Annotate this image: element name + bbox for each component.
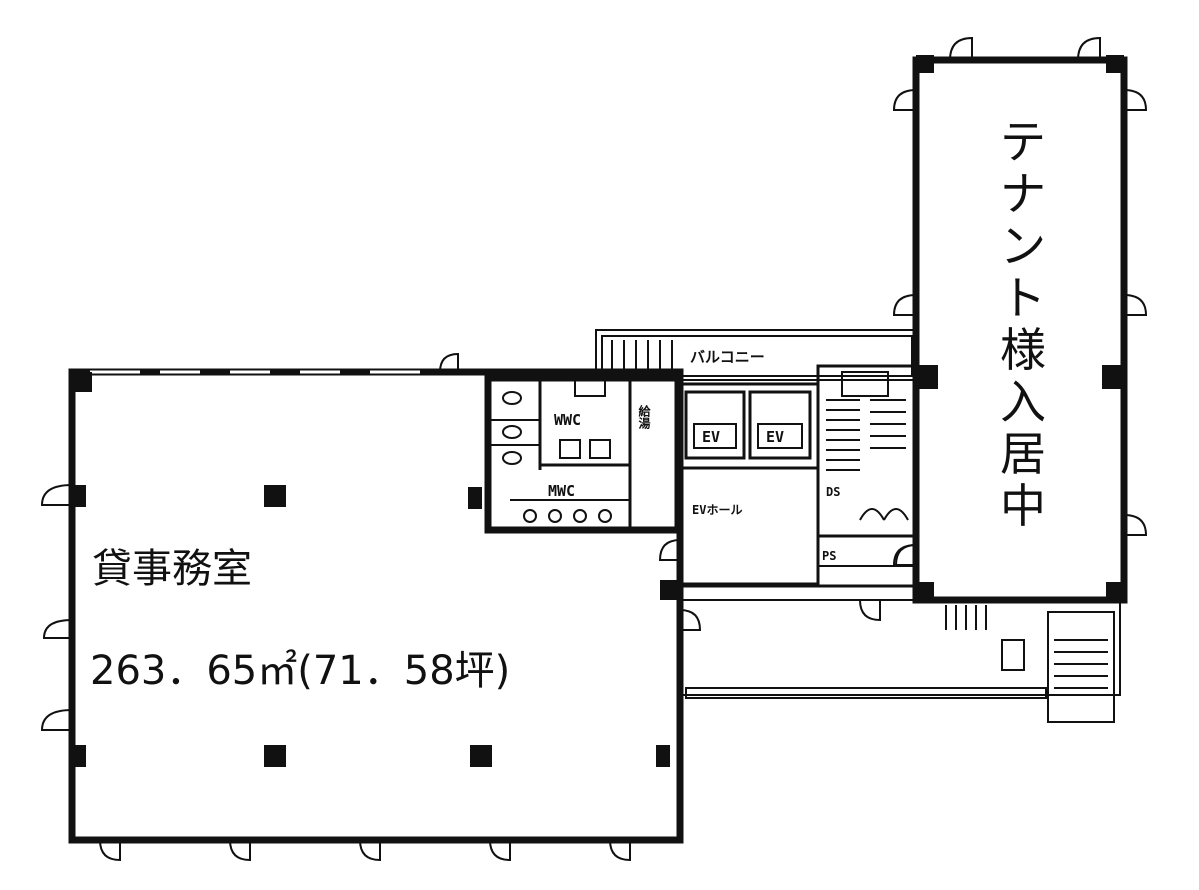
stair-core: DS PS xyxy=(816,364,920,567)
column xyxy=(264,485,286,507)
elevator-label-2: EV xyxy=(766,428,784,446)
column xyxy=(1102,365,1124,389)
column xyxy=(1106,582,1124,600)
column xyxy=(264,745,286,767)
column xyxy=(468,487,482,509)
office-area: 263．65㎡(71．58坪) xyxy=(90,648,510,694)
tenant-char-5: 様 xyxy=(1000,323,1046,377)
tenant-char-8: 中 xyxy=(1000,479,1046,533)
column xyxy=(72,372,92,392)
mwc-label: MWC xyxy=(548,482,575,500)
window-openings xyxy=(40,352,702,862)
tenant-char-1: テ xyxy=(1000,115,1046,169)
tenant-char-3: ン xyxy=(1000,219,1046,273)
ps-label: PS xyxy=(822,549,836,563)
office-room xyxy=(68,368,684,844)
corridor-bottom xyxy=(679,544,1121,723)
column xyxy=(470,745,492,767)
column xyxy=(656,745,670,767)
tenant-wing: テ ナ ン ト 様 入 居 中 xyxy=(892,36,1148,604)
wwc-label: WWC xyxy=(554,411,581,429)
office-label: 貸事務室 xyxy=(92,546,252,592)
tenant-char-4: ト xyxy=(1000,271,1046,325)
tenant-char-7: 居 xyxy=(1000,427,1046,481)
tenant-char-2: ナ xyxy=(1000,167,1046,221)
restroom-core: WWC MWC 給湯 xyxy=(484,374,682,534)
tenant-char-6: 入 xyxy=(1000,375,1046,429)
column xyxy=(916,365,938,389)
ds-label: DS xyxy=(826,485,840,499)
ev-hall-label: EVホール xyxy=(692,503,742,517)
elevator-area: EV EV EVホール xyxy=(676,382,920,588)
column xyxy=(72,745,86,767)
column xyxy=(660,580,680,600)
column xyxy=(916,582,934,600)
elevator-label-1: EV xyxy=(702,428,720,446)
kitchen-label: 給湯 xyxy=(637,404,651,430)
column xyxy=(1106,55,1124,73)
balcony-label: バルコニー xyxy=(690,348,765,366)
column xyxy=(916,55,934,73)
column xyxy=(72,485,86,507)
